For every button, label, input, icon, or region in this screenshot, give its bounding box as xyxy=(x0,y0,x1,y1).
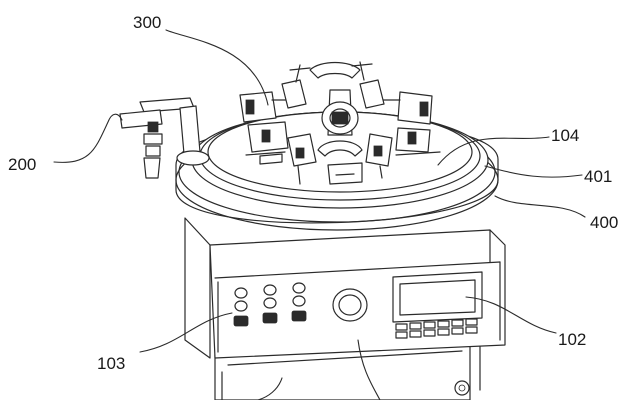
clamp-arm-e xyxy=(395,127,441,156)
leader-102 xyxy=(465,296,557,334)
clamp-arm-sw xyxy=(287,133,317,185)
caster-wheel xyxy=(454,380,470,396)
leader-300 xyxy=(165,29,269,106)
knob-column-1 xyxy=(233,287,249,327)
callouts: 300 200 104 401 400 102 103 xyxy=(8,13,618,373)
clamp-arm-w xyxy=(245,121,289,165)
clamp-arm-n xyxy=(289,61,373,83)
rotary-head xyxy=(239,61,441,185)
leader-bottom-2 xyxy=(357,339,381,400)
leader-400 xyxy=(494,195,586,218)
callout-103: 103 xyxy=(97,354,125,373)
callout-102: 102 xyxy=(558,330,586,349)
keypad-buttons xyxy=(395,318,478,339)
leader-104 xyxy=(437,136,550,166)
leader-401 xyxy=(484,165,583,178)
leader-200 xyxy=(53,113,123,163)
knob-column-3 xyxy=(291,282,307,322)
main-dial xyxy=(332,288,368,322)
callout-104: 104 xyxy=(551,126,579,145)
knob-column-2 xyxy=(262,284,278,324)
leader-lines xyxy=(53,29,586,400)
callout-200: 200 xyxy=(8,155,36,174)
callout-401: 401 xyxy=(584,167,612,186)
callout-300: 300 xyxy=(133,13,161,32)
side-feeder xyxy=(119,97,210,179)
knob-array xyxy=(233,282,307,327)
callout-400: 400 xyxy=(590,213,618,232)
leader-103 xyxy=(139,312,233,353)
clamp-arm-ne xyxy=(359,79,433,125)
leader-bottom-1 xyxy=(257,377,283,400)
clamp-arm-se xyxy=(365,133,393,179)
display-screen xyxy=(392,271,483,339)
